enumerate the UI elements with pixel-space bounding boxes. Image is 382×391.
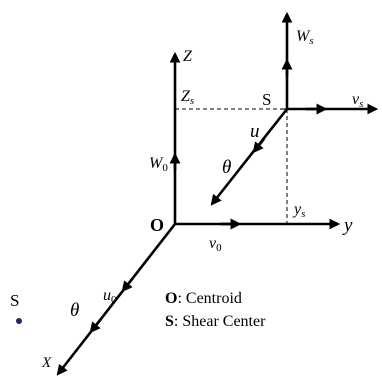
origin-label: O	[150, 215, 164, 235]
theta-x-arrow	[89, 318, 103, 334]
shear-x-axis-line	[210, 108, 289, 206]
theta-x-label: θ	[70, 300, 79, 321]
z-axis-label: Z	[183, 48, 193, 65]
legend-centroid: O: Centroid	[165, 290, 242, 307]
y-axis-label: y	[342, 215, 353, 236]
u0-label: u0	[103, 287, 117, 306]
legend-shear-center: S: Shear Center	[165, 313, 266, 330]
w0-label: W0	[149, 155, 168, 174]
theta-shear-label: θ	[222, 157, 231, 178]
vs-label: vs	[352, 91, 363, 110]
zs-label: Zs	[181, 88, 194, 107]
u-shear-label: u	[250, 121, 260, 142]
x-axis-label: X	[41, 355, 52, 371]
legend-point-label: S	[10, 291, 19, 310]
u-shear-arrow	[252, 138, 266, 154]
shear-point-label: S	[262, 90, 271, 109]
v0-label: v0	[209, 235, 222, 254]
x-axis-line	[56, 223, 177, 376]
ys-label: ys	[292, 201, 305, 220]
u0-arrow	[121, 277, 135, 293]
ws-label: Ws	[296, 28, 314, 47]
shear-center-dot	[16, 318, 22, 324]
